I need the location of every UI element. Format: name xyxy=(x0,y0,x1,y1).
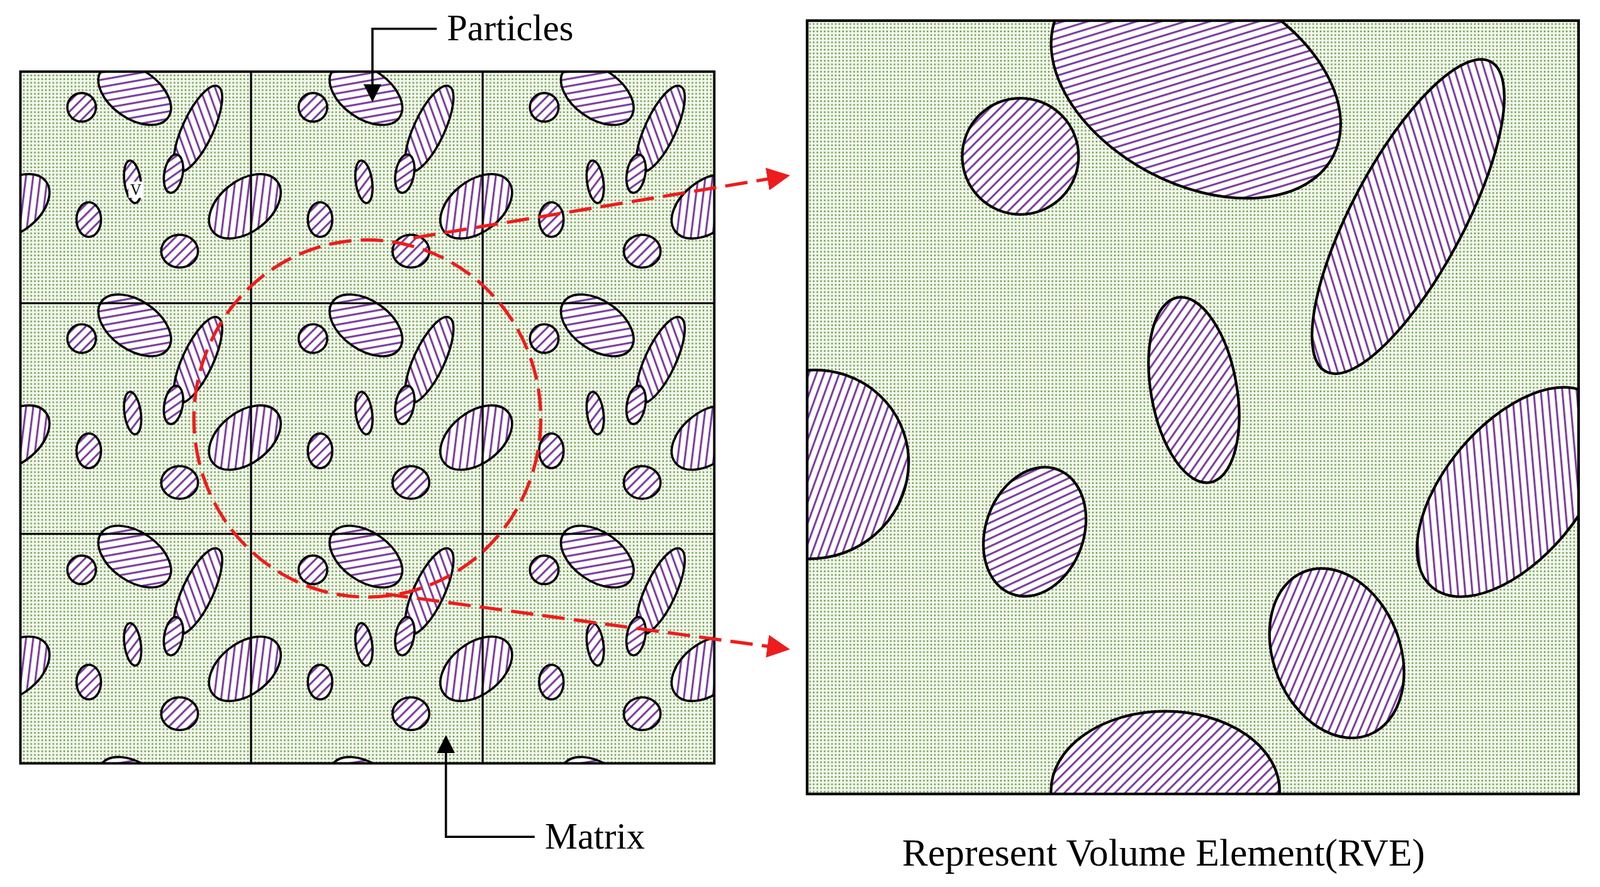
selection-circle xyxy=(193,239,541,598)
particle xyxy=(392,697,430,731)
particle xyxy=(121,159,144,204)
particle xyxy=(161,234,198,268)
zoom-arrow xyxy=(385,593,788,650)
particle xyxy=(352,159,375,204)
particle xyxy=(67,555,96,584)
particle xyxy=(962,98,1079,215)
particle xyxy=(352,622,375,667)
particle xyxy=(161,466,198,499)
cell-boundary xyxy=(20,532,715,535)
particle xyxy=(76,433,102,469)
particle xyxy=(623,615,649,657)
particle xyxy=(20,392,62,484)
matrix-region xyxy=(20,71,715,764)
particle xyxy=(161,697,198,731)
particle xyxy=(161,615,186,657)
particle xyxy=(392,615,418,657)
particle xyxy=(161,152,186,195)
particle xyxy=(428,161,525,252)
particle xyxy=(583,159,606,204)
particle xyxy=(623,152,649,195)
particle xyxy=(121,390,144,436)
particle xyxy=(307,201,333,237)
particle xyxy=(583,622,606,667)
particle xyxy=(1380,353,1579,632)
particle xyxy=(1245,548,1429,759)
particle xyxy=(549,744,645,764)
particle xyxy=(539,201,564,237)
panel-border xyxy=(20,71,715,764)
particle xyxy=(1011,20,1380,246)
particle xyxy=(318,744,414,764)
particle xyxy=(161,384,186,426)
particle xyxy=(659,161,715,252)
particle xyxy=(318,513,414,601)
particle xyxy=(965,453,1103,611)
particle xyxy=(549,281,645,369)
particle xyxy=(20,161,62,252)
rve-microstructure xyxy=(807,20,1579,795)
particle xyxy=(20,623,62,715)
particle xyxy=(196,161,293,252)
cell-boundary xyxy=(20,302,715,304)
particle xyxy=(539,665,564,700)
particle xyxy=(298,555,328,584)
particle xyxy=(87,71,183,138)
particle xyxy=(1050,711,1280,795)
part-label: Matrix xyxy=(544,816,645,857)
particle xyxy=(549,71,645,138)
particle xyxy=(352,390,375,436)
particle xyxy=(659,392,715,484)
particle xyxy=(196,623,293,715)
particle xyxy=(67,93,96,122)
leader-line xyxy=(446,736,535,837)
particle xyxy=(67,324,96,353)
particle xyxy=(121,622,144,667)
part-label: Particles xyxy=(446,8,574,49)
particle xyxy=(428,392,525,484)
particle xyxy=(529,93,559,122)
cell-boundary xyxy=(249,71,252,764)
particle xyxy=(428,623,525,715)
particle xyxy=(1275,35,1540,398)
particle xyxy=(623,697,661,731)
particle xyxy=(307,665,333,700)
particle xyxy=(87,513,183,601)
particle xyxy=(1135,290,1253,491)
particle xyxy=(623,384,649,426)
particle xyxy=(392,384,418,426)
particle xyxy=(87,744,183,764)
particle xyxy=(623,234,661,268)
particle xyxy=(583,390,606,436)
particle xyxy=(392,466,430,499)
cell-boundary xyxy=(481,71,484,764)
particle xyxy=(623,466,661,499)
particle xyxy=(392,152,418,195)
rve-border xyxy=(807,20,1579,795)
periodic-microstructure xyxy=(20,71,715,764)
zoom-arrow xyxy=(413,175,788,238)
particle xyxy=(318,281,414,369)
particle xyxy=(298,93,328,122)
particle xyxy=(529,324,559,353)
particle xyxy=(539,433,564,469)
leader-line xyxy=(372,28,437,101)
small-label: V xyxy=(128,181,144,199)
particle xyxy=(87,281,183,369)
particle xyxy=(298,324,328,353)
particle xyxy=(549,513,645,601)
particle xyxy=(76,201,102,237)
particle xyxy=(307,433,333,469)
particle xyxy=(196,392,293,484)
particle xyxy=(318,71,414,138)
particle xyxy=(807,338,940,591)
particle xyxy=(76,665,102,700)
panel-caption: Represent Volume Element(RVE) xyxy=(902,831,1426,875)
particle xyxy=(529,555,559,584)
